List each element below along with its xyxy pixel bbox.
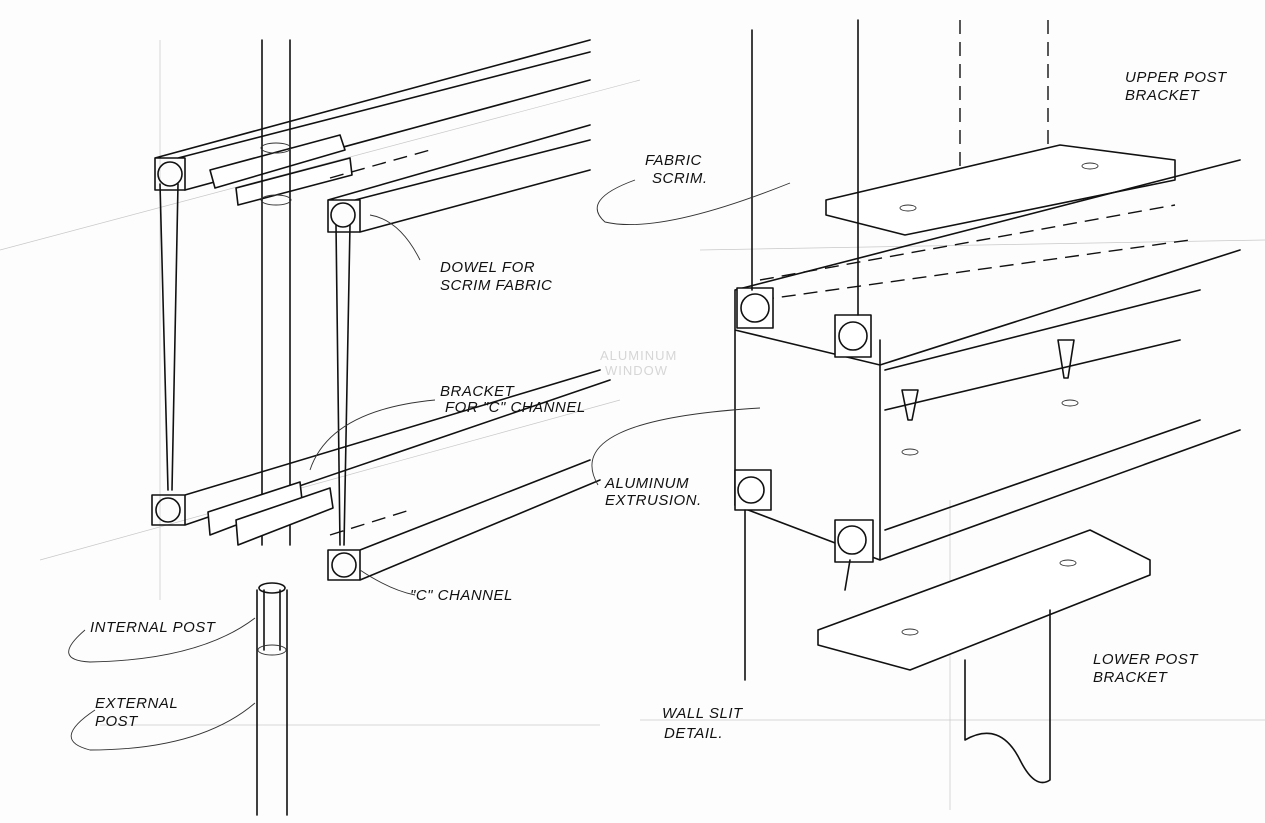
label-c-channel: "C" CHANNEL: [410, 587, 513, 604]
label-bracket-c-channel-2: FOR "C" CHANNEL: [445, 399, 586, 416]
label-wall-slit-detail-1: WALL SLIT: [662, 705, 744, 722]
label-internal-post: INTERNAL POST: [90, 619, 217, 636]
label-upper-post-bracket-2: BRACKET: [1125, 87, 1201, 104]
label-aluminum-extrusion-2: EXTRUSION.: [605, 492, 702, 509]
label-dowel-1: DOWEL FOR: [440, 259, 535, 276]
label-fabric-scrim-1: FABRIC: [645, 152, 702, 169]
left-assembly: [151, 39, 611, 816]
label-external-post-2: POST: [95, 713, 139, 730]
label-lower-post-bracket-1: LOWER POST: [1093, 651, 1199, 668]
labels: UPPER POST BRACKET FABRIC SCRIM. DOWEL F…: [90, 69, 1228, 742]
leader-lines: [68, 179, 791, 751]
label-aluminum-window-2: WINDOW: [605, 363, 668, 378]
label-aluminum-extrusion-1: ALUMINUM: [604, 475, 689, 492]
label-external-post-1: EXTERNAL: [95, 695, 178, 712]
construction-lines: [0, 40, 1265, 810]
label-wall-slit-detail-2: DETAIL.: [664, 725, 723, 742]
right-assembly: [734, 19, 1241, 784]
label-aluminum-window-1: ALUMINUM: [600, 348, 677, 363]
label-bracket-c-channel-1: BRACKET: [440, 383, 516, 400]
label-lower-post-bracket-2: BRACKET: [1093, 669, 1169, 686]
label-dowel-2: SCRIM FABRIC: [440, 277, 552, 294]
label-fabric-scrim-2: SCRIM.: [652, 170, 708, 187]
label-upper-post-bracket-1: UPPER POST: [1125, 69, 1228, 86]
